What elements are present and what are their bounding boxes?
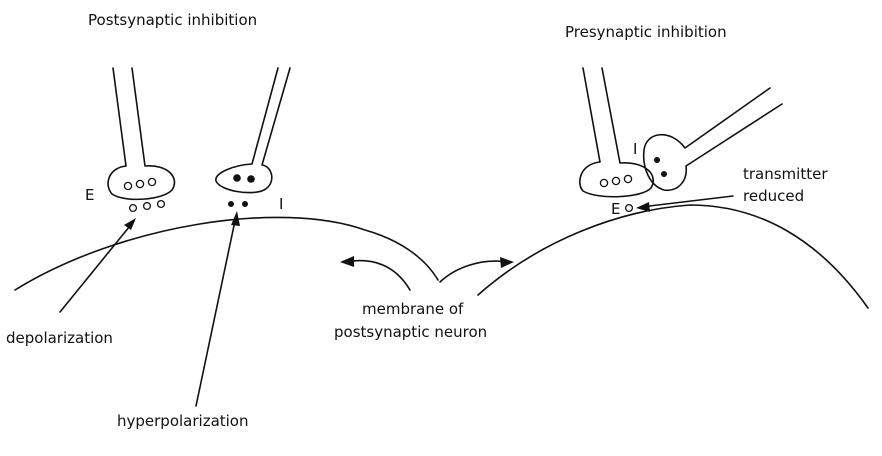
left-excitatory-axon bbox=[108, 68, 174, 199]
left-inhibitory-axon bbox=[216, 68, 290, 193]
left-excitatory-label: E bbox=[85, 186, 94, 204]
depolarization-arrowhead bbox=[124, 218, 136, 230]
hyperpolarization-label: hyperpolarization bbox=[117, 412, 249, 430]
membrane-arrowhead-right bbox=[500, 257, 514, 268]
transmitter-reduced-arrowhead bbox=[636, 202, 650, 212]
membrane-arrowhead-left bbox=[340, 256, 354, 267]
membrane-label-line1: membrane of bbox=[362, 300, 463, 318]
right-excitatory-label: E bbox=[611, 200, 620, 218]
right-postsynaptic-membrane bbox=[478, 205, 868, 308]
membrane-arrow-left bbox=[345, 261, 410, 290]
right-excitatory-vesicles bbox=[600, 175, 631, 186]
presynaptic-inhibition-title: Presynaptic inhibition bbox=[565, 23, 727, 41]
left-inhibitory-label: I bbox=[279, 195, 283, 213]
depolarization-arrow bbox=[60, 221, 134, 312]
left-inhibitory-transmitter bbox=[228, 201, 248, 207]
left-released-transmitter bbox=[130, 201, 165, 212]
right-inhibitory-label: I bbox=[633, 140, 637, 158]
transmitter-label-line2: reduced bbox=[743, 187, 804, 205]
hyperpolarization-arrow bbox=[196, 216, 236, 406]
membrane-label-line2: postsynaptic neuron bbox=[334, 323, 487, 341]
left-inhibitory-vesicles bbox=[233, 174, 255, 183]
right-inhibitory-vesicles bbox=[654, 157, 667, 177]
depolarization-label: depolarization bbox=[6, 329, 113, 347]
right-released-transmitter bbox=[626, 205, 633, 212]
left-excitatory-vesicles bbox=[124, 178, 155, 189]
left-postsynaptic-membrane bbox=[15, 217, 438, 290]
transmitter-label-line1: transmitter bbox=[743, 165, 828, 183]
postsynaptic-inhibition-title: Postsynaptic inhibition bbox=[88, 11, 257, 29]
